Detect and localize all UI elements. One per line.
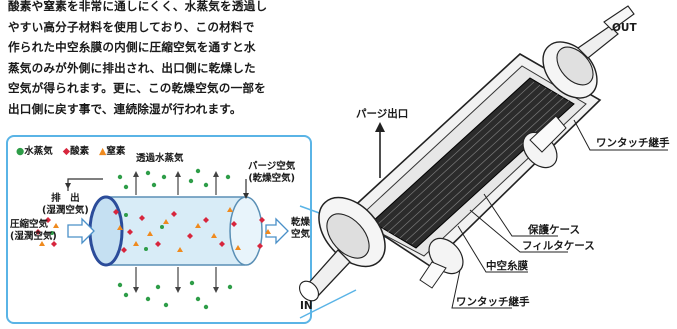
exhaust-text: 排 出 bbox=[51, 193, 80, 204]
tube-particles bbox=[35, 207, 271, 253]
nitrogen-legend-label: 窒素 bbox=[106, 146, 126, 157]
para-line-2: やすい高分子材料を使用しており、この材料で bbox=[8, 19, 255, 34]
exhaust-label: 排 出 (湿潤空気) bbox=[42, 193, 89, 217]
dry-air-label: 乾燥 空気 bbox=[291, 217, 310, 241]
hollow-fiber-bundle bbox=[371, 77, 575, 249]
oxygen-legend-label: 酸素 bbox=[70, 146, 90, 157]
purge-subtext: (乾燥空気) bbox=[248, 173, 295, 184]
compressed-air-label: 圧縮空気 (湿潤空気) bbox=[10, 219, 57, 243]
one-touch-fitting-top-label: ワンタッチ継手 bbox=[596, 137, 670, 149]
callout-line-bottom bbox=[299, 289, 357, 319]
out-label: OUT bbox=[612, 22, 637, 34]
purge-outlet-label: パージ出口 bbox=[356, 108, 409, 120]
para-line-6: 出口側に戻す事で、連続除湿が行われます。 bbox=[8, 101, 242, 116]
membrane-inset: ●水蒸気 ◆酸素 ▲窒素 bbox=[6, 135, 312, 324]
nitrogen-legend-symbol: ▲ bbox=[99, 146, 107, 157]
vapor-legend-symbol: ● bbox=[16, 146, 25, 157]
filter-case-label: フィルタケース bbox=[522, 240, 595, 252]
permeate-arrows-up bbox=[135, 175, 217, 195]
inlet-lower-fitting bbox=[419, 237, 464, 289]
description-paragraph: 酸素や窒素を非常に通しにくく、水蒸気を透過し やすい高分子材料を使用しており、こ… bbox=[8, 0, 318, 119]
hollow-fiber-membrane-label: 中空糸膜 bbox=[486, 260, 528, 272]
oxygen-legend-symbol: ◆ bbox=[62, 146, 71, 157]
dry-text-2: 空気 bbox=[291, 229, 311, 240]
outlet-arrow bbox=[265, 217, 289, 245]
vapor-dots-outside bbox=[117, 168, 233, 310]
one-touch-fitting-bottom-label: ワンタッチ継手 bbox=[456, 296, 530, 308]
compressed-text: 圧縮空気 bbox=[10, 219, 49, 230]
dry-text: 乾燥 bbox=[291, 217, 311, 228]
purge-air-label: パージ空気 (乾燥空気) bbox=[248, 161, 295, 185]
compressed-subtext: (湿潤空気) bbox=[10, 231, 57, 242]
permeate-arrows-down bbox=[135, 267, 217, 289]
para-line-1: 酸素や窒素を非常に通しにくく、水蒸気を透過し bbox=[8, 0, 268, 13]
outlet-end-cap bbox=[542, 5, 635, 99]
protective-case-label: 保護ケース bbox=[528, 224, 580, 236]
exhaust-subtext: (湿潤空気) bbox=[42, 205, 89, 216]
purge-outlet-arrow bbox=[375, 122, 385, 178]
purge-text: パージ空気 bbox=[248, 161, 296, 172]
permeated-vapor-label: 透過水蒸気 bbox=[136, 153, 184, 164]
vapor-legend-label: 水蒸気 bbox=[24, 146, 53, 157]
para-line-4: 蒸気のみが外側に排出され、出口側に乾燥した bbox=[8, 60, 256, 75]
inlet-arrow bbox=[67, 217, 95, 245]
leader-lines bbox=[451, 119, 668, 309]
para-line-5: 空気が得られます。更に、この乾燥空気の一部を bbox=[8, 81, 266, 95]
membrane-tube-diagram bbox=[35, 168, 289, 310]
legend: ●水蒸気 ◆酸素 ▲窒素 bbox=[16, 143, 125, 157]
para-line-3: 作られた中空糸膜の内側に圧縮空気を通すと水 bbox=[8, 40, 256, 54]
inlet-end-cap bbox=[298, 196, 386, 302]
in-label: IN bbox=[300, 300, 313, 312]
outlet-lower-fitting bbox=[522, 115, 567, 169]
